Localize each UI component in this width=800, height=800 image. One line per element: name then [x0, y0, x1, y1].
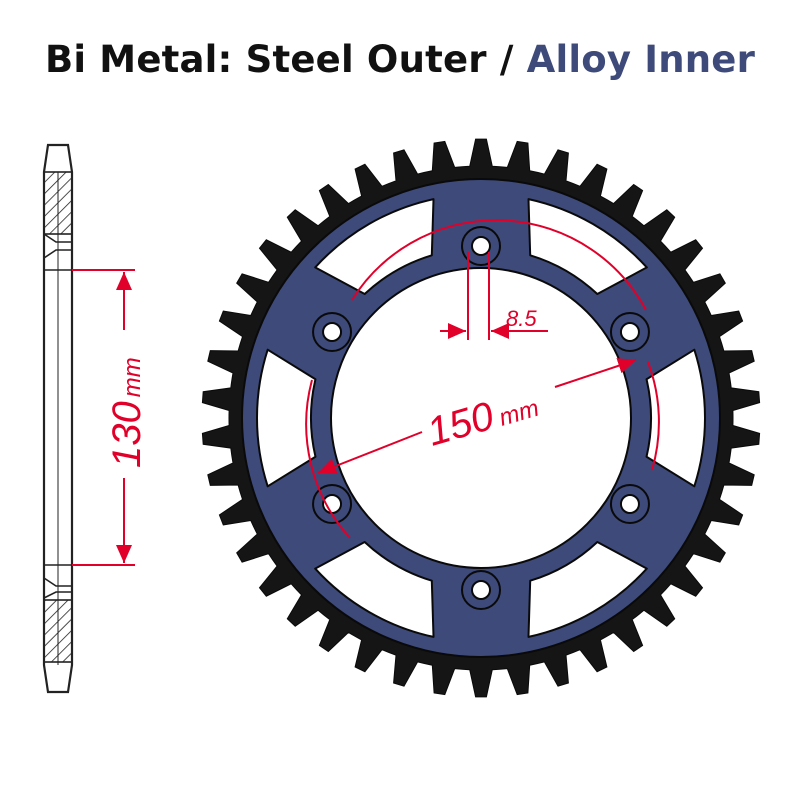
bolt-hole: [312, 484, 353, 524]
bolt-hole-bore: [619, 494, 640, 514]
bolt-hole-bore: [619, 322, 640, 342]
dim-150-arc-right: [647, 361, 660, 471]
dimension-150: 150mm: [305, 219, 660, 539]
bolt-hole: [312, 312, 353, 352]
dimension-130: 130mm: [72, 269, 149, 566]
dim-130-label: 130mm: [105, 357, 149, 468]
dim-150-line-right: [554, 358, 637, 388]
bolt-hole-bore: [471, 236, 491, 256]
bolt-hole-bore: [471, 580, 491, 600]
bolt-hole: [609, 484, 650, 524]
lightening-window: [527, 540, 648, 638]
dim-130-value: 130: [105, 401, 149, 468]
bolt-hole: [461, 226, 501, 266]
dim-130-unit: mm: [119, 357, 146, 397]
title-alloy-inner: Alloy Inner: [526, 38, 756, 81]
sprocket: [201, 138, 761, 698]
dimension-8-5: 8.5: [440, 252, 548, 340]
dim-150-arc-top: [351, 219, 647, 311]
page-title: Bi Metal: Steel Outer / Alloy Inner: [0, 38, 800, 81]
dim-150-line-left: [317, 431, 423, 474]
lightening-window: [314, 198, 435, 296]
bolt-hole: [461, 570, 501, 610]
bolt-hole-bore: [322, 322, 343, 342]
lightening-window: [645, 348, 706, 488]
bolt-hole: [609, 312, 650, 352]
bolt-holes: [312, 226, 650, 610]
side-profile: [42, 143, 74, 694]
dim-150-arc-left: [305, 379, 351, 539]
lightening-window: [256, 348, 317, 488]
lightening-window: [314, 540, 435, 638]
title-steel-outer: Bi Metal: Steel Outer /: [44, 38, 527, 81]
sprocket-center-bore: [330, 267, 632, 569]
dim-85-label: 8.5: [506, 306, 537, 331]
